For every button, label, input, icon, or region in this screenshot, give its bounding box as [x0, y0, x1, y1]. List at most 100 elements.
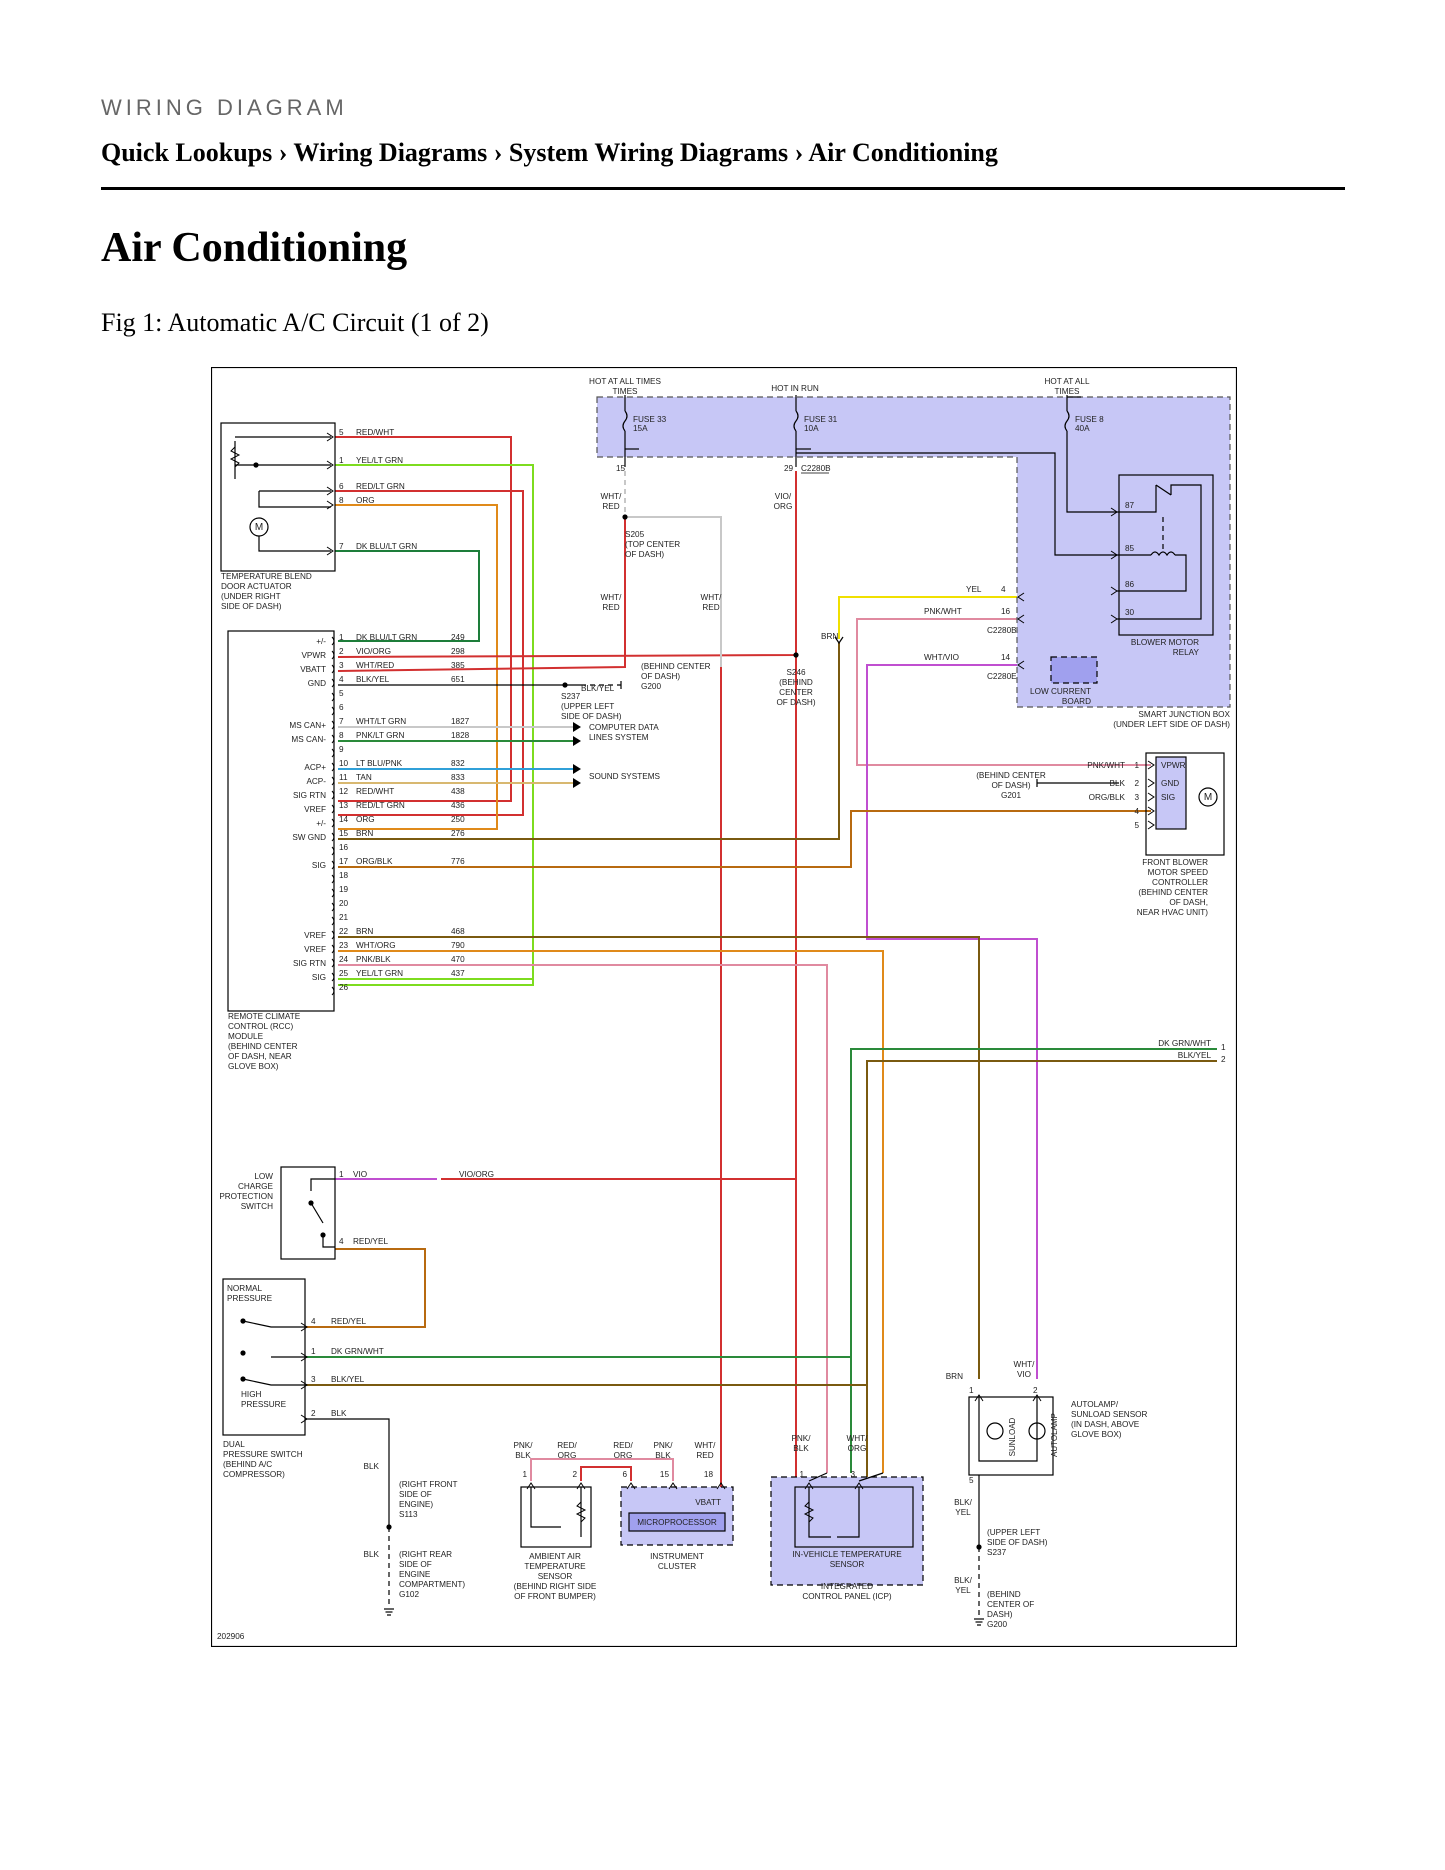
g102-label-line: (RIGHT REAR [399, 1550, 452, 1559]
rcc-wire-label: TAN [356, 773, 372, 782]
wire-label-line: VIO [1017, 1370, 1031, 1379]
wire-label-line: ORG [558, 1451, 577, 1460]
dkblu-ltgrn-wire [335, 550, 480, 642]
rcc-label-line: CONTROL (RCC) [228, 1022, 293, 1031]
front-blower-motor-speed-controller [1145, 752, 1225, 856]
rcc-pin-mark [331, 958, 335, 968]
rcc-circuit-number: 276 [451, 829, 465, 838]
dps-label-line: DUAL [223, 1440, 245, 1449]
rcc-signal-label: GND [308, 679, 326, 688]
relay-coil-b [1117, 554, 1187, 592]
actuator-pin: 8 [339, 496, 344, 505]
rcc-signal-label: SIG [312, 973, 326, 982]
dps-wire-label: DK GRN/WHT [331, 1347, 384, 1356]
connector-pin [326, 546, 334, 556]
red-wht-wire [335, 436, 512, 802]
dps-high-contact [242, 1378, 305, 1386]
wire-label-line: BLK [655, 1451, 671, 1460]
right-wire-label: BLK/YEL [1178, 1051, 1212, 1060]
rcc-circuit-number: 1828 [451, 731, 470, 740]
connector-pin [326, 460, 334, 470]
red-org-ambient [580, 1466, 632, 1481]
rcc-pin-number: 12 [339, 787, 349, 796]
rcc-pin-number: 15 [339, 829, 349, 838]
rcc-pin-number: 9 [339, 745, 344, 754]
icp-lead [858, 1472, 884, 1482]
rcc-wire-label: YEL/LT GRN [356, 969, 403, 978]
actuator-wire-label: ORG [356, 496, 375, 505]
s205-splice [622, 514, 628, 520]
blower-signal: VPWR [1161, 761, 1186, 770]
rcc-circuit-number: 790 [451, 941, 465, 950]
right-wire-label: DK GRN/WHT [1158, 1039, 1211, 1048]
wire-label-line: ORG [848, 1444, 867, 1453]
relay-pin-number: 30 [1125, 608, 1135, 617]
rcc-pin-mark [331, 650, 335, 660]
fuse-rating: 15A [633, 424, 648, 433]
g200-lower-label-line: CENTER OF [987, 1600, 1034, 1609]
red-ltgrn-wire [335, 490, 524, 816]
pnk-wht-wire [856, 618, 1151, 766]
icp-sensor-label-line: SENSOR [830, 1560, 865, 1569]
rcc-wire-label: LT BLU/PNK [356, 759, 403, 768]
wire-label: VIO [353, 1170, 367, 1179]
wire-label-line: PNK/ [513, 1441, 533, 1450]
breadcrumb[interactable]: Quick Lookups › Wiring Diagrams › System… [101, 138, 998, 167]
rcc-signal-label: VBATT [300, 665, 326, 674]
pin-number: 3 [850, 1470, 855, 1479]
wire-label-line: RED [696, 1451, 713, 1460]
brn-sw-gnd-wire [338, 643, 840, 840]
connector-pin [1147, 806, 1155, 816]
connector-id: C2280B [801, 464, 831, 473]
blower-signal: SIG [1161, 793, 1175, 802]
pin-number: 29 [784, 464, 794, 473]
rcc-signal-label: MS CAN- [291, 735, 326, 744]
fuse-rating: 40A [1075, 424, 1090, 433]
connector-pin [716, 1482, 726, 1490]
s246-label-line: S246 [786, 668, 806, 677]
dps-wire-label: BLK [331, 1409, 347, 1418]
s205-label-line: S205 [625, 530, 645, 539]
s246-label-line: (BEHIND [779, 678, 813, 687]
connector-pin [1017, 614, 1025, 624]
blower-module-core [1155, 756, 1187, 830]
rcc-signal-label: ACP- [306, 777, 326, 786]
rcc-pin-number: 7 [339, 717, 344, 726]
wire-label: BRN [821, 632, 838, 641]
connector-pin [1032, 1394, 1042, 1402]
g200-lower-label-line: DASH) [987, 1610, 1013, 1619]
connector-pin [300, 1380, 308, 1390]
integrated-control-panel [770, 1476, 924, 1586]
right-pin: 2 [1221, 1055, 1226, 1064]
relay-coil [1150, 551, 1176, 557]
blower-label-line: CONTROLLER [1152, 878, 1208, 887]
rcc-pin-mark [331, 804, 335, 814]
pin-number: 15 [616, 464, 626, 473]
ambient-label-line: SENSOR [538, 1572, 573, 1581]
s237-lower-label-line: SIDE OF DASH) [987, 1538, 1048, 1547]
icp-internal [808, 1487, 831, 1538]
fuse31-to-relay85 [796, 452, 1117, 556]
ambient-air-temperature-sensor [520, 1486, 592, 1548]
wire-label-line: RED [702, 603, 719, 612]
connector-pin [1147, 792, 1155, 802]
g200-lower-label-line: G200 [987, 1620, 1007, 1629]
connector-pin [1017, 660, 1025, 670]
wire-label-line: YEL [955, 1508, 971, 1517]
s113-splice [386, 1524, 392, 1530]
rcc-pin-number: 14 [339, 815, 349, 824]
rcc-label-line: GLOVE BOX) [228, 1062, 279, 1071]
bus-arrow [573, 736, 581, 746]
blower-pin: 4 [1134, 807, 1139, 816]
cluster-label-line: INSTRUMENT [650, 1552, 704, 1561]
rcc-pin-mark [331, 972, 335, 982]
pin-number: 18 [704, 1470, 714, 1479]
dps-pin: 1 [311, 1347, 316, 1356]
wht-red-rcc [337, 517, 626, 672]
rcc-circuit-number: 249 [451, 633, 465, 642]
rcc-circuit-number: 1827 [451, 717, 470, 726]
blower-wire-label: BLK [1110, 779, 1126, 788]
autolamp-sunload-sensor [968, 1396, 1054, 1476]
g102-label-line: ENGINE [399, 1570, 431, 1579]
blower-label-line: NEAR HVAC UNIT) [1137, 908, 1209, 917]
